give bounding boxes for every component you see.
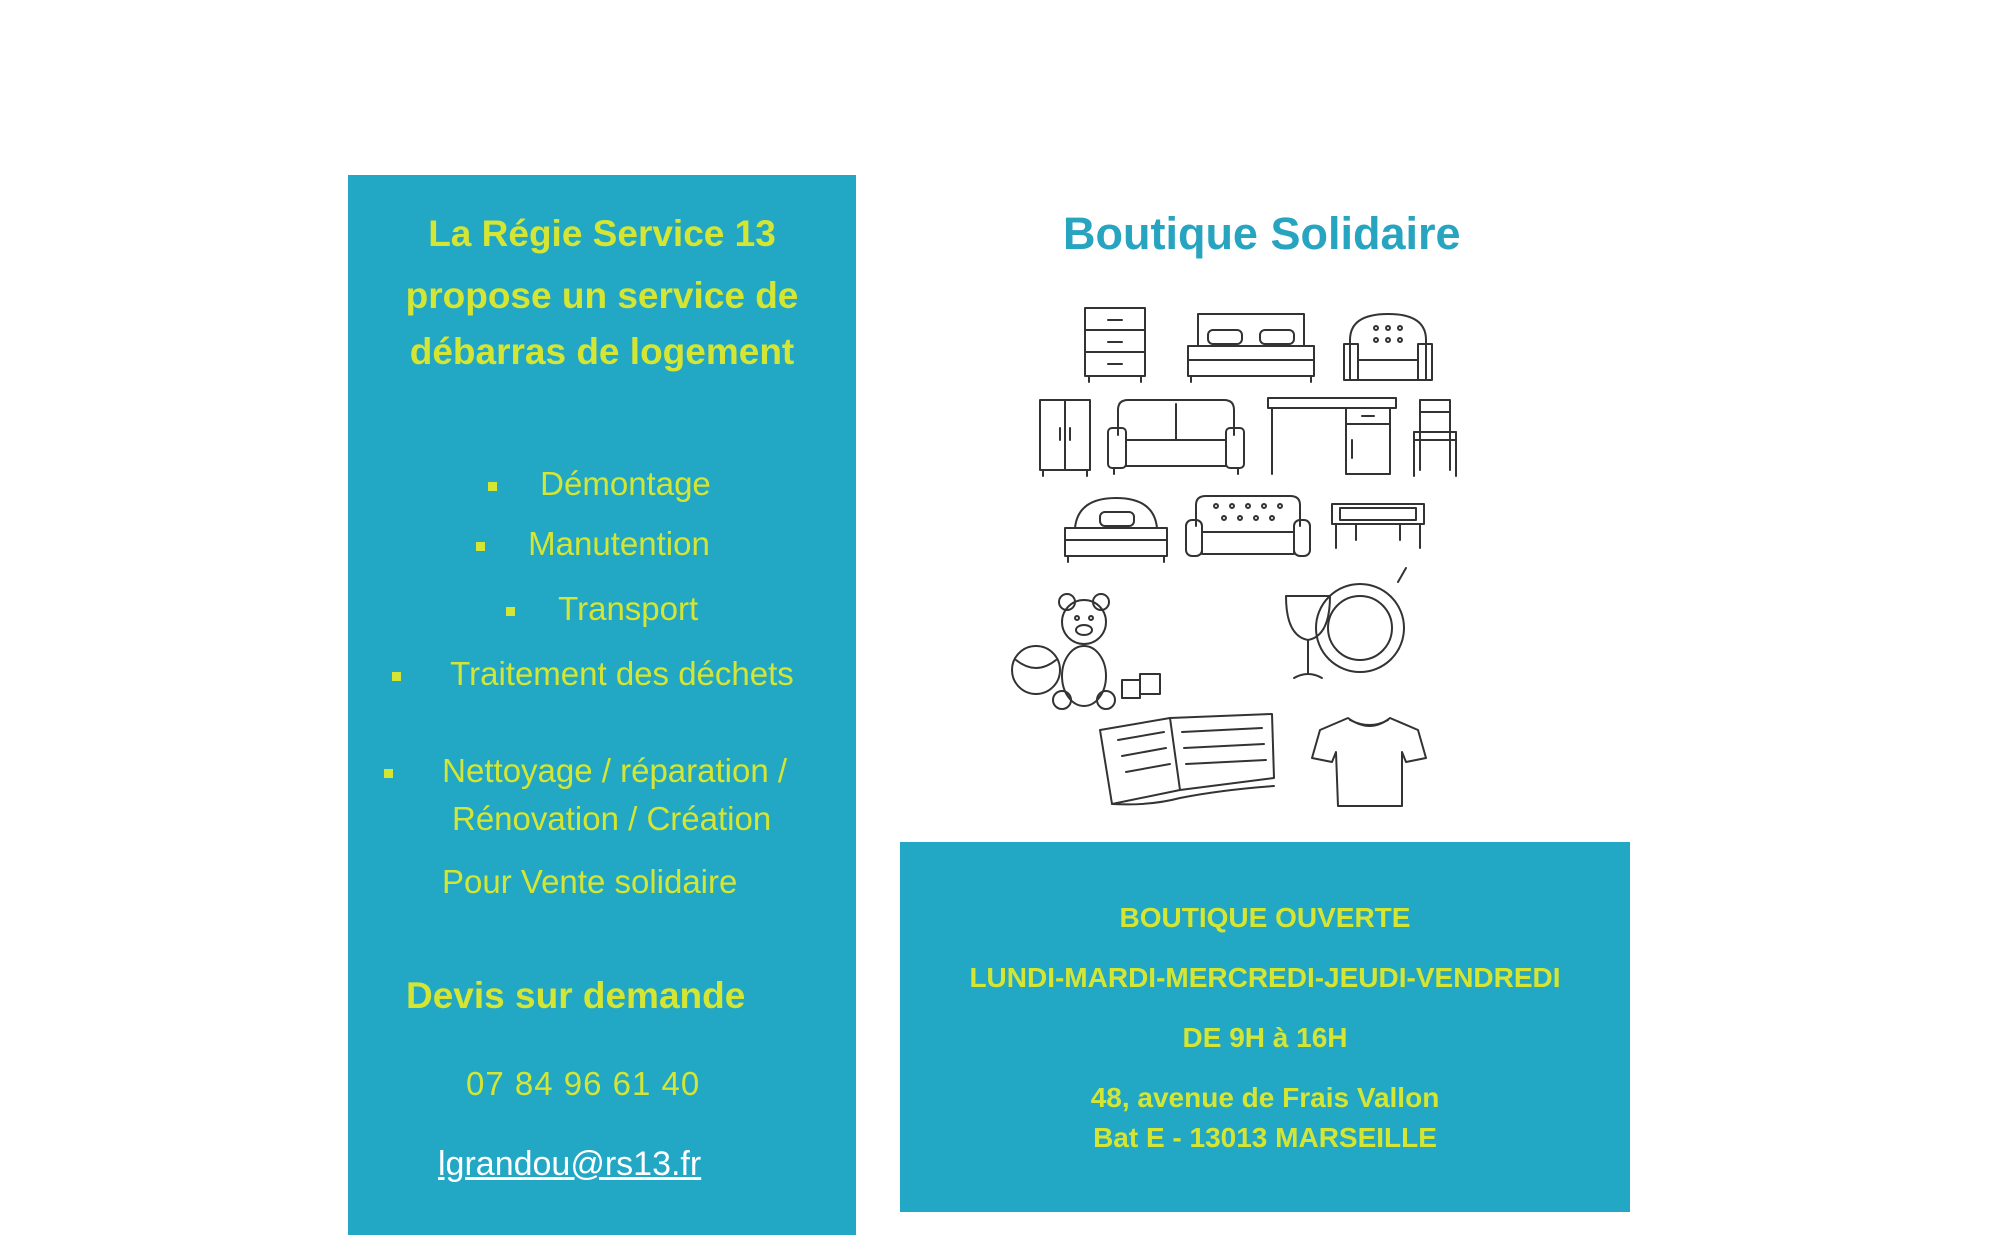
- armchair-icon: [1343, 313, 1433, 381]
- service-item-manutention: Manutention: [476, 525, 710, 563]
- service-item-nettoyage: Nettoyage / réparation / Rénovation / Cr…: [384, 747, 787, 843]
- service-item-transport: Transport: [506, 590, 698, 628]
- service-label: Traitement des déchets: [450, 655, 794, 692]
- glass-plate-icon: [1285, 567, 1407, 679]
- square-bullet-icon: [384, 768, 393, 778]
- wardrobe-icon: [1039, 399, 1091, 477]
- intro-line-2: propose un service de: [405, 275, 799, 316]
- chesterfield-sofa-icon: [1185, 495, 1311, 557]
- service-item-demontage: Démontage: [488, 465, 711, 503]
- teddy-bear-toys-icon: [1011, 593, 1161, 710]
- shop-open-label: BOUTIQUE OUVERTE: [1119, 902, 1411, 933]
- square-bullet-icon: [392, 671, 401, 681]
- service-panel: La Régie Service 13 propose un service d…: [348, 175, 856, 1235]
- sale-note: Pour Vente solidaire: [442, 863, 738, 900]
- service-label: Démontage: [540, 465, 711, 502]
- service-label-line-2: Rénovation / Création: [452, 800, 772, 837]
- shop-days: LUNDI-MARDI-MERCREDI-JEUDI-VENDREDI: [969, 962, 1561, 993]
- shop-time: DE 9H à 16H: [1182, 1022, 1348, 1053]
- service-label: Manutention: [528, 525, 710, 562]
- intro-line-3: débarras de logement: [409, 331, 795, 372]
- intro-line-1: La Régie Service 13: [428, 213, 776, 254]
- furniture-illustration: [1011, 307, 1457, 807]
- sofa-icon: [1107, 399, 1245, 475]
- shop-address-line-1: 48, avenue de Frais Vallon: [1090, 1082, 1440, 1113]
- square-bullet-icon: [488, 481, 497, 491]
- desk-icon: [1267, 397, 1397, 475]
- shop-hours-panel: BOUTIQUE OUVERTE LUNDI-MARDI-MERCREDI-JE…: [900, 842, 1630, 1212]
- square-bullet-icon: [506, 606, 515, 616]
- service-item-dechets: Traitement des déchets: [392, 655, 794, 693]
- square-bullet-icon: [476, 541, 485, 551]
- service-label: Transport: [558, 590, 699, 627]
- chair-icon: [1413, 399, 1457, 477]
- quote-heading: Devis sur demande: [406, 975, 746, 1016]
- t-shirt-icon: [1311, 717, 1427, 807]
- coffee-table-icon: [1331, 503, 1425, 549]
- open-book-icon: [1099, 713, 1275, 806]
- email-link[interactable]: lgrandou@rs13.fr: [438, 1145, 702, 1183]
- dresser-icon: [1084, 307, 1146, 383]
- double-bed-icon: [1187, 313, 1315, 383]
- shop-title: Boutique Solidaire: [1063, 208, 1461, 259]
- service-label-line-1: Nettoyage / réparation /: [442, 752, 788, 789]
- single-bed-icon: [1064, 497, 1168, 563]
- shop-address-line-2: Bat E - 13013 MARSEILLE: [1093, 1122, 1437, 1153]
- phone-number[interactable]: 07 84 96 61 40: [466, 1065, 701, 1102]
